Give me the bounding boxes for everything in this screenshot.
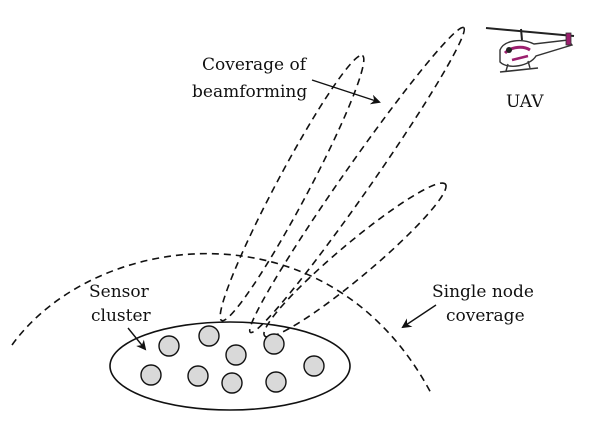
sensor-node bbox=[265, 371, 287, 393]
single-node-label-line1: Single node bbox=[432, 282, 534, 302]
sensor-cluster-label-line1: Sensor bbox=[89, 282, 150, 302]
sensor-node bbox=[225, 344, 247, 366]
sensor-node bbox=[140, 364, 162, 386]
single-node-arrow bbox=[401, 304, 437, 329]
sensor-nodes bbox=[140, 325, 325, 394]
beam-lobe-2 bbox=[248, 26, 466, 334]
beam-lobe-3 bbox=[263, 182, 447, 338]
sensor-node bbox=[198, 325, 220, 347]
sensor-node bbox=[158, 335, 180, 357]
beam-lobe-1 bbox=[219, 54, 365, 322]
sensor-node bbox=[303, 355, 325, 377]
sensor-cluster-arrow bbox=[127, 327, 147, 351]
beamforming-label-line1: Coverage of bbox=[202, 55, 308, 75]
beam-lobes bbox=[219, 26, 466, 338]
uav-helicopter-icon bbox=[485, 27, 575, 73]
single-node-label-line2: coverage bbox=[446, 306, 525, 326]
uav-label: UAV bbox=[506, 92, 544, 112]
beamforming-label-line2: beamforming bbox=[192, 82, 307, 102]
sensor-node bbox=[263, 333, 285, 355]
sensor-cluster-label-line2: cluster bbox=[91, 306, 152, 326]
sensor-node bbox=[187, 365, 209, 387]
sensor-node bbox=[221, 372, 243, 394]
sensor-cluster-ellipse bbox=[109, 321, 351, 411]
beamforming-arrow bbox=[311, 79, 381, 105]
single-node-coverage-arc bbox=[11, 252, 433, 396]
